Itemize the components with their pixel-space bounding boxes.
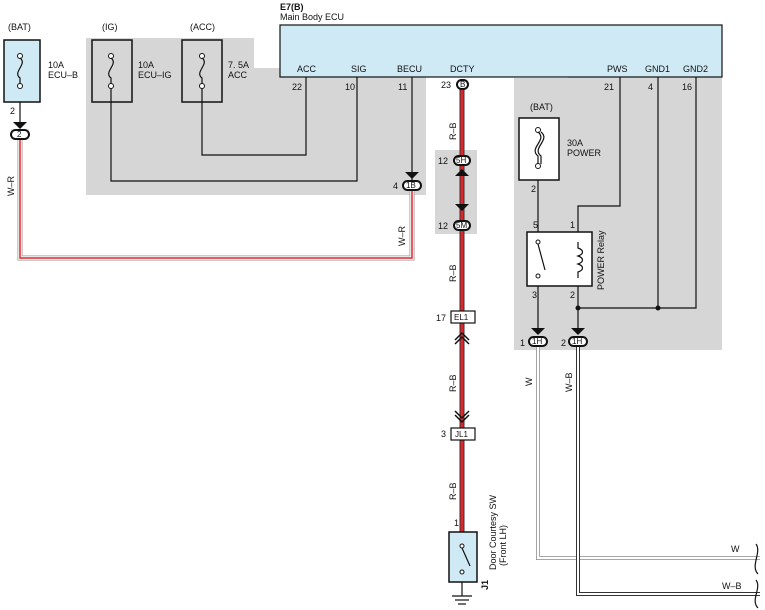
main-body-ecu: E7(B) Main Body ECU ACC SIG BECU DCTY PW… xyxy=(279,2,723,92)
fuse-power: (BAT) 30A POWER 2 xyxy=(518,102,602,194)
connector-1h-a: 1H 1 xyxy=(520,328,548,348)
fuse-acc-name: ACC xyxy=(228,70,248,80)
connector-dcty-b-id: B xyxy=(460,80,465,89)
relay-wires xyxy=(537,77,697,334)
connector-1b: 1B 4 xyxy=(393,172,422,191)
wire-label-r-b-3: R–B xyxy=(448,374,458,392)
switch-name: Door Courtesy SW xyxy=(488,494,498,570)
ecu-code: E7(B) xyxy=(280,2,304,12)
relay-pin-2: 2 xyxy=(570,290,575,300)
relay-pin-3: 3 xyxy=(532,290,537,300)
connector-dcty-b: B xyxy=(456,79,469,90)
ecu-pin-label-dcty: DCTY xyxy=(450,64,475,74)
ecu-pin-label-gnd2: GND2 xyxy=(683,64,708,74)
ecu-pin-num-pws: 21 xyxy=(604,82,614,92)
fuse-ecu-b-rating: 10A xyxy=(48,60,64,70)
connector-5h-pin: 12 xyxy=(438,156,448,166)
connector-1h-a-id: 1H xyxy=(532,337,542,346)
connector-2-id: 2 xyxy=(17,130,22,139)
ecu-pin-num-sig: 10 xyxy=(345,82,355,92)
wire-label-w-r-mid: W–R xyxy=(397,226,407,247)
fuse-ecu-b-pin: 2 xyxy=(10,106,15,116)
switch-code: J1 xyxy=(480,580,490,590)
wire-label-w-b-end: W–B xyxy=(722,581,742,591)
fuse-ecu-ig-source: (IG) xyxy=(102,22,118,32)
connector-jl1-id: JL1 xyxy=(455,430,468,439)
connector-2: 2 xyxy=(10,102,30,140)
fuse-power-source: (BAT) xyxy=(530,102,553,112)
connector-1h-a-pin: 1 xyxy=(520,338,525,348)
connector-el1-pin: 17 xyxy=(436,313,446,323)
connector-el1-id: EL1 xyxy=(454,313,469,322)
door-courtesy-switch: 1 J1 Door Courtesy SW (Front LH) xyxy=(448,494,508,605)
connector-5m-id: 5M xyxy=(456,221,467,230)
power-relay: 5 1 3 2 POWER Relay xyxy=(526,220,606,300)
connector-1h-b-id: 1H xyxy=(572,337,582,346)
ecu-pin-label-becu: BECU xyxy=(397,64,422,74)
wire-label-w-r-left: W–R xyxy=(6,176,16,197)
connector-5h-id: 5H xyxy=(456,156,466,165)
connector-1b-pin: 4 xyxy=(393,181,398,191)
connector-jl1-pin: 3 xyxy=(441,429,446,439)
fuse-ecu-ig: (IG) 10A ECU–IG xyxy=(91,22,172,103)
wire-w-r xyxy=(17,140,415,261)
wire-w-b xyxy=(576,347,760,596)
wire-break-w xyxy=(754,543,759,575)
fuse-acc-source: (ACC) xyxy=(190,22,215,32)
wire-label-w: W xyxy=(524,377,534,386)
connector-5h: 5H 12 xyxy=(438,155,471,211)
ecu-pin-num-becu: 11 xyxy=(398,82,407,92)
ecu-pin-label-pws: PWS xyxy=(607,64,628,74)
ecu-pin-num-dcty: 23 xyxy=(441,80,451,90)
relay-pin-5: 5 xyxy=(533,220,538,230)
connector-1h-b: 1H 2 xyxy=(561,328,588,348)
connector-1b-id: 1B xyxy=(406,181,416,190)
fuse-ecu-b-name: ECU–B xyxy=(48,70,78,80)
ecu-pin-label-gnd1: GND1 xyxy=(645,64,670,74)
wire-label-r-b-2: R–B xyxy=(448,264,458,282)
ecu-pin-label-acc: ACC xyxy=(297,64,317,74)
wire-break-w-b xyxy=(754,579,759,609)
relay-name: POWER Relay xyxy=(596,230,606,290)
connector-el1: EL1 17 xyxy=(436,310,476,345)
fuse-power-name: POWER xyxy=(567,148,602,158)
connector-1h-b-pin: 2 xyxy=(561,338,566,348)
fuse-acc: (ACC) 7. 5A ACC xyxy=(181,22,249,103)
wire-w xyxy=(536,347,760,560)
connector-jl1: JL1 3 xyxy=(441,410,476,441)
switch-location: (Front LH) xyxy=(498,525,508,566)
fuse-ecu-ig-rating: 10A xyxy=(138,60,154,70)
ecu-pin-label-sig: SIG xyxy=(351,64,367,74)
fuse-power-rating: 30A xyxy=(567,138,583,148)
fuse-ecu-b-source: (BAT) xyxy=(8,22,31,32)
ecu-pin-num-acc: 22 xyxy=(292,82,302,92)
ecu-pin-num-gnd1: 4 xyxy=(648,82,653,92)
connector-5m: 5M 12 xyxy=(438,220,471,231)
fuse-acc-rating: 7. 5A xyxy=(228,60,249,70)
ecu-name: Main Body ECU xyxy=(280,12,344,22)
switch-pin: 1 xyxy=(454,518,459,528)
junction-relay xyxy=(575,305,581,311)
relay-pin-1: 1 xyxy=(570,220,575,230)
fuse-ecu-b: (BAT) 10A ECU–B 2 xyxy=(3,22,78,116)
connector-5m-pin: 12 xyxy=(438,221,448,231)
wire-label-w-b: W–B xyxy=(564,372,574,392)
fuse-ecu-ig-name: ECU–IG xyxy=(138,70,172,80)
ecu-pin-num-gnd2: 16 xyxy=(682,82,692,92)
ecu-wires xyxy=(110,77,413,182)
wire-label-r-b-1: R–B xyxy=(448,122,458,140)
junction-gnd1 xyxy=(655,305,661,311)
wire-label-r-b-4: R–B xyxy=(448,482,458,500)
fuse-power-pin: 2 xyxy=(531,184,536,194)
wire-label-w-end: W xyxy=(731,544,740,554)
